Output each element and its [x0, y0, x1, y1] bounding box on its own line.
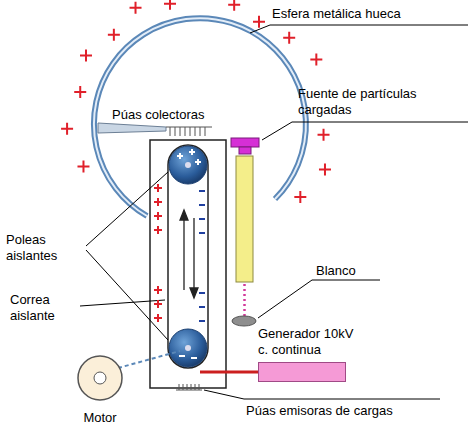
source-label: Fuente de partículas cargadas [298, 86, 438, 118]
plus-charge [61, 123, 73, 135]
particle-source [231, 138, 259, 147]
minus-charge [199, 306, 205, 308]
minus-charge [199, 190, 205, 192]
motor-label: Motor [66, 410, 134, 426]
plus-charge [189, 149, 195, 155]
belt-ends [168, 145, 208, 368]
plus-charge [195, 159, 201, 165]
target [232, 316, 256, 326]
pulley-axle [185, 162, 191, 168]
particle-beam [243, 284, 246, 316]
insulating-column [150, 140, 226, 388]
plus-charge [310, 54, 322, 66]
sphere-label: Esfera metálica hueca [272, 6, 401, 22]
plus-charge [154, 184, 162, 192]
lower-pulley [169, 329, 207, 367]
minus-charge [199, 292, 205, 294]
upper-pulley [169, 146, 207, 184]
belt-left [167, 165, 169, 348]
drive-belt [118, 351, 180, 368]
particle-source-stem [239, 147, 251, 154]
minus-charge [199, 320, 205, 322]
leader-lines [80, 25, 468, 399]
plus-charge [228, 0, 240, 11]
generator-label: Generador 10kV c. continua [258, 326, 354, 358]
motor-node: Motor [66, 354, 134, 426]
collector-wedge [98, 123, 166, 133]
plus-charge [164, 0, 176, 10]
motor-symbol [66, 354, 134, 404]
dc-generator-box [258, 362, 346, 382]
plus-charge [177, 153, 183, 159]
plus-charge [154, 286, 162, 294]
plus-charge [80, 49, 92, 61]
minus-charge [199, 218, 205, 220]
plus-charge [74, 86, 86, 98]
plus-charge [253, 16, 265, 28]
collector-comb [166, 127, 212, 136]
plus-charge [154, 314, 162, 322]
minus-charge [199, 204, 205, 206]
supply-wire [200, 371, 258, 374]
generator-node: Generador 10kV c. continua [258, 326, 354, 382]
belt-label: Correa aislante [10, 292, 80, 324]
plus-charge [283, 32, 295, 44]
plus-charge [154, 212, 162, 220]
minus-charge [191, 357, 197, 359]
accelerator-tube [236, 156, 253, 282]
emitter-label: Púas emisoras de cargas [246, 403, 393, 419]
plus-charge [318, 129, 330, 141]
plus-charge [77, 160, 89, 172]
pulleys-label: Poleas aislantes [6, 232, 86, 264]
plus-charge [294, 191, 306, 203]
charge-signs [61, 0, 331, 358]
plus-charge [108, 29, 120, 41]
minus-charge [179, 355, 185, 357]
plus-charge [319, 163, 331, 175]
collector-label: Púas colectoras [110, 107, 207, 123]
target-label: Blanco [316, 263, 356, 279]
belt-motion-arrows [180, 210, 198, 298]
pulley-axle [185, 345, 191, 351]
minus-charge [199, 232, 205, 234]
plus-charge [130, 2, 142, 14]
emitter-comb [176, 384, 202, 390]
plus-charge [154, 198, 162, 206]
belt-right [207, 165, 209, 348]
plus-charge [154, 300, 162, 308]
plus-charge [154, 226, 162, 234]
